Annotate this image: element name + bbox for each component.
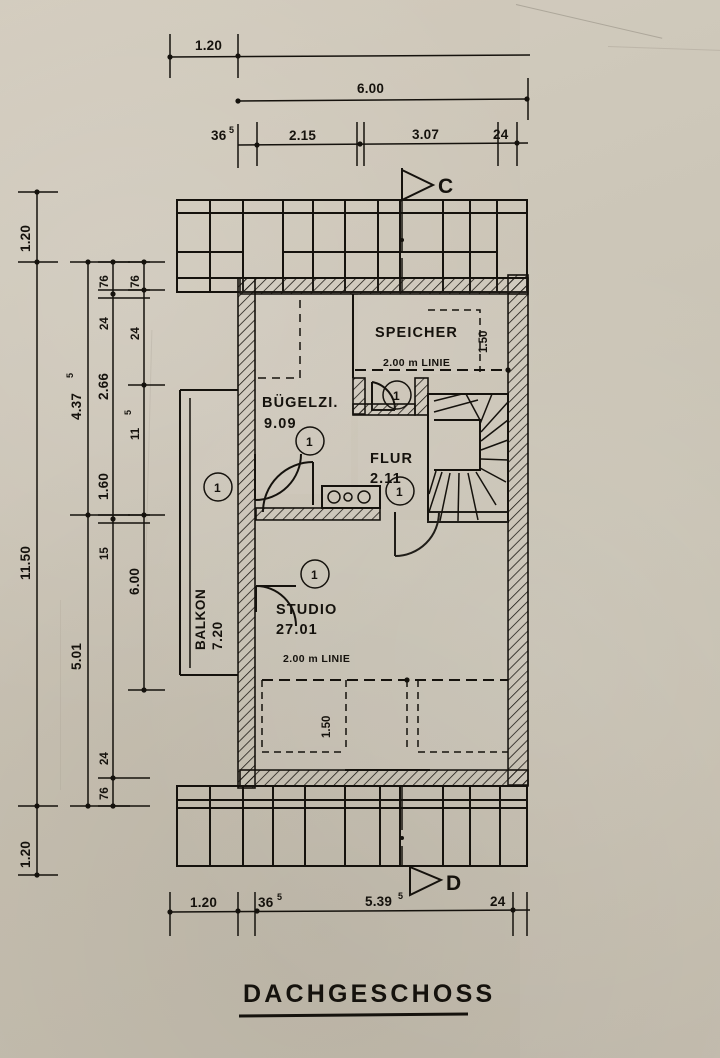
- room-label-buegelzi: BÜGELZI.: [262, 394, 338, 411]
- dim-left-inner-3-sup: 5: [123, 410, 133, 415]
- dim-top-chain-4: 24: [493, 127, 509, 142]
- dim-top-chain-1-sup: 5: [229, 125, 234, 135]
- staircase: [427, 393, 509, 523]
- dim-left-outer-3: 1.20: [18, 841, 33, 868]
- dim-left-outer-1: 1.20: [18, 225, 33, 252]
- dim-left-third-1: 76: [99, 275, 111, 288]
- room-label-speicher: SPEICHER: [375, 325, 458, 341]
- lower-balcony-structure: [176, 769, 528, 867]
- room-area-balkon: 7.20: [210, 621, 225, 650]
- room-balkon: BALKON 7.20: [179, 389, 238, 676]
- dim-left-third-6: 76: [99, 787, 111, 800]
- dim-left-second-1-sup: 5: [65, 373, 75, 378]
- dim-top-chain-3: 3.07: [412, 127, 439, 142]
- left-dimension-second: 4.37 5 5.01: [65, 259, 130, 809]
- room-marker-flur: 1: [396, 485, 403, 499]
- height-label-speicher: 1.50: [478, 331, 490, 353]
- note-line-upper: 2.00 m LINIE: [383, 357, 450, 369]
- room-studio: STUDIO 27.01 1 2.00 m LINIE 1.50: [255, 520, 508, 770]
- window-marker-balkon-label: 1: [214, 481, 221, 495]
- room-label-flur: FLUR: [370, 451, 413, 467]
- dim-left-third-5: 15: [99, 547, 111, 560]
- dim-left-inner-2: 24: [130, 327, 142, 340]
- dim-top-chain-1: 36: [211, 128, 227, 143]
- bottom-dimension-chain: 1.20 36 5 5.39 5 24: [167, 891, 531, 936]
- dim-bottom-1: 1.20: [190, 895, 217, 910]
- room-area-studio: 27.01: [276, 622, 318, 638]
- window-marker-balkon: 1: [203, 472, 233, 502]
- section-marker-d: D: [409, 865, 461, 897]
- dim-left-third-7: 24: [99, 752, 111, 765]
- room-area-buegelzi: 9.09: [264, 416, 297, 432]
- dim-left-outer-2: 11.50: [18, 546, 33, 580]
- height-label-studio: 1.50: [321, 716, 333, 738]
- room-area-flur: 2.11: [370, 471, 402, 487]
- section-marker-d-label: D: [446, 872, 461, 895]
- left-dimension-outer: 1.20 11.50 1.20: [18, 189, 58, 878]
- kitchenette-niche: [255, 485, 381, 521]
- dim-left-second-2: 5.01: [69, 643, 84, 670]
- section-marker-c: C: [401, 168, 453, 202]
- dim-top-chain-2: 2.15: [289, 128, 316, 143]
- dim-left-inner-4: 6.00: [127, 568, 142, 595]
- dim-left-third-2: 24: [99, 317, 111, 330]
- dim-bottom-4: 24: [490, 894, 506, 909]
- dim-left-third-3: 2.66: [96, 373, 111, 400]
- dim-left-third-4: 1.60: [96, 473, 111, 500]
- room-speicher: SPEICHER 2.00 m LINIE 1.50 1: [352, 294, 511, 411]
- top-dimension-chain: 36 5 2.15 3.07 24: [211, 122, 529, 168]
- dim-left-inner-1: 76: [130, 275, 142, 288]
- top-dimension-overall: 6.00: [235, 78, 530, 120]
- dim-bottom-3-sup: 5: [398, 891, 403, 901]
- dim-bottom-3: 5.39: [365, 894, 392, 909]
- crease-mid: [60, 600, 61, 790]
- note-line-lower: 2.00 m LINIE: [283, 653, 350, 665]
- dim-bottom-2: 36: [258, 895, 274, 910]
- room-marker-speicher: 1: [393, 389, 400, 403]
- room-buegelzi: BÜGELZI. 9.09 1: [254, 294, 351, 513]
- room-label-balkon: BALKON: [193, 589, 208, 650]
- room-label-studio: STUDIO: [276, 602, 337, 618]
- page-title: DACHGESCHOSS: [243, 980, 495, 1008]
- left-dimension-inner: 76 24 11 5 6.00: [123, 259, 165, 693]
- room-marker-buegelzi: 1: [306, 435, 313, 449]
- dim-left-inner-3: 11: [130, 427, 142, 440]
- dim-top-outer-1: 1.20: [195, 38, 222, 53]
- room-marker-studio: 1: [311, 568, 318, 582]
- dim-bottom-2-sup: 5: [277, 892, 282, 902]
- plan-title-group: DACHGESCHOSS: [238, 980, 495, 1018]
- building-envelope: [237, 274, 529, 789]
- section-marker-c-label: C: [438, 175, 453, 198]
- dim-top-overall: 6.00: [357, 81, 384, 96]
- top-dimension-outer: 1.20: [167, 34, 531, 78]
- dim-left-second-1: 4.37: [69, 393, 84, 420]
- left-dimension-third: 76 24 2.66 1.60 15 76 24: [96, 259, 150, 809]
